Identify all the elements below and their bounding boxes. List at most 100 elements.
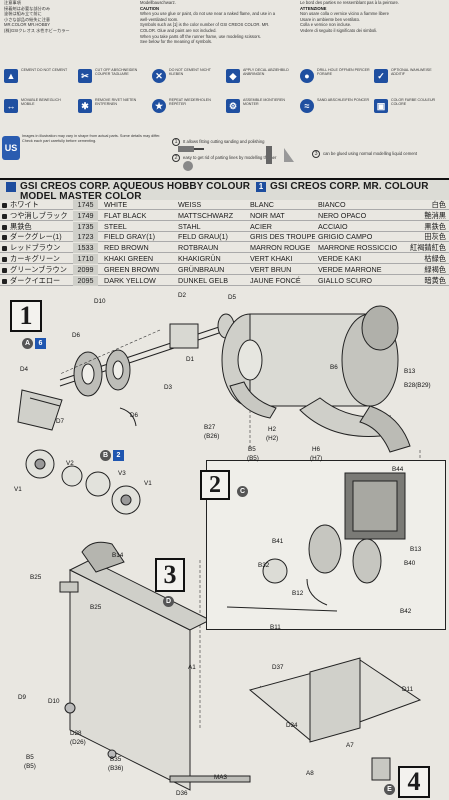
step-2-panel bbox=[206, 460, 446, 630]
legend-item: ✱ REMOVE RIVET NIETEN ENTFERNEN bbox=[78, 98, 150, 116]
tip-number: 1 bbox=[172, 138, 180, 146]
part-label: D11 bbox=[402, 686, 414, 693]
tool-illustrations bbox=[178, 146, 294, 171]
color-code: 1745 bbox=[73, 200, 98, 210]
part-label: D37 bbox=[272, 664, 284, 671]
color-jp: ホワイト bbox=[10, 200, 39, 209]
caution-line: See below for the meaning of symbols. bbox=[140, 39, 213, 45]
color-jp2: 艶消黒 bbox=[424, 210, 446, 220]
color-code: 1735 bbox=[73, 221, 98, 232]
caution-line: (株)GSIクレオス 水性ホビーカラー bbox=[4, 27, 70, 33]
part-label: B11 bbox=[270, 624, 281, 631]
part-label: D5 bbox=[228, 294, 237, 301]
color-table-header: GSI CREOS CORP. AQUEOUS HOBBY COLOUR MOD… bbox=[0, 178, 449, 202]
part-label: (D26) bbox=[70, 739, 86, 746]
step-3-mark-d: D bbox=[163, 596, 174, 607]
part-label: D34 bbox=[286, 722, 298, 729]
do-not-cement-icon: ✕ bbox=[152, 69, 166, 83]
caution-line: MR.COLOR MR.HOBBY bbox=[4, 22, 51, 28]
tip-text: It allows fitting cutting sanding and po… bbox=[183, 139, 265, 144]
part-label: B28(B29) bbox=[404, 382, 431, 389]
tip-number: 3 bbox=[312, 150, 320, 158]
color-jp: ダークグレー(1) bbox=[10, 232, 62, 242]
color-jp: レッドブラウン bbox=[10, 243, 61, 253]
color-icon: ▣ bbox=[374, 99, 388, 113]
part-label: D3 bbox=[164, 384, 173, 391]
part-label: B42 bbox=[400, 608, 412, 615]
caution-line: 小さな部品の紛失に注意 bbox=[4, 16, 51, 22]
legend-text: DRILL HOLE ÖFFNEN PERCER FORARE bbox=[317, 68, 370, 77]
legend-text: DO NOT CEMENT NICHT KLEBEN bbox=[169, 68, 211, 77]
b-color-mark: 2 bbox=[113, 450, 124, 461]
color-jp: グリーンブラウン bbox=[10, 264, 67, 274]
color-jp: カーキグリーン bbox=[10, 254, 60, 263]
color-swatch-icon bbox=[2, 267, 7, 273]
part-label: B13 bbox=[404, 368, 416, 375]
part-label: D10 bbox=[48, 698, 60, 705]
cement-icon: ▲ bbox=[4, 69, 18, 83]
part-label: B25 bbox=[30, 574, 42, 581]
part-label: B5 bbox=[26, 754, 34, 761]
color-jp2: 田灰色 bbox=[424, 232, 446, 242]
caution-heading: CAUTION bbox=[140, 5, 160, 11]
caution-line: Non usare colla o vernice vicino a fiamm… bbox=[300, 11, 389, 17]
color-de: MATTSCHWARZ bbox=[178, 210, 234, 220]
color-de: STAHL bbox=[178, 221, 201, 231]
header-mark-icon bbox=[6, 182, 16, 192]
legend-text: APPLY DECAL ABZIEHBILD ANBRINGEN bbox=[243, 68, 289, 77]
tip-number: 2 bbox=[172, 154, 180, 162]
caution-line: Colla e vernice non incluse. bbox=[300, 22, 352, 28]
part-label: B44 bbox=[392, 466, 404, 473]
legend-text: OPTIONAL WAHLWEISE ADDITIF bbox=[391, 68, 432, 77]
color-fr: ACIER bbox=[250, 221, 272, 231]
part-label: A7 bbox=[346, 742, 354, 749]
color-en: FIELD GRAY(1) bbox=[104, 232, 155, 242]
part-label: V1 bbox=[14, 486, 22, 493]
part-label: D10 bbox=[94, 298, 106, 305]
step-2-drawing bbox=[226, 472, 406, 612]
part-label: B13 bbox=[410, 546, 422, 553]
color-jp: ダークイエロー bbox=[10, 275, 61, 285]
part-label: (B36) bbox=[108, 765, 124, 772]
part-label: (B5) bbox=[24, 763, 36, 770]
part-label: B35 bbox=[110, 756, 122, 763]
color-fr: JAUNE FONCÉ bbox=[250, 275, 301, 285]
caution-line: 注意事項 bbox=[4, 0, 21, 5]
legend-text: MOVABLE BEWEGLICH MOBILE bbox=[21, 98, 61, 107]
part-label: D36 bbox=[176, 790, 188, 797]
part-label: B5 bbox=[248, 446, 256, 453]
legend-item: ★ REPEAT WIEDERHOLEN RÉPÉTER bbox=[152, 98, 224, 116]
part-label: D6 bbox=[72, 332, 81, 339]
repeat-icon: ★ bbox=[152, 99, 166, 113]
caution-line: When you use glue or paint, do not use n… bbox=[140, 11, 276, 22]
part-label: H2 bbox=[268, 426, 277, 433]
caution-line: When you take parts off the runner frame… bbox=[140, 33, 261, 39]
part-label: D7 bbox=[56, 418, 65, 425]
legend-item: ▲ CEMENT DO NOT CEMENT bbox=[4, 68, 76, 86]
part-label: B40 bbox=[404, 560, 416, 567]
legend-text: COLOR FARBE COULEUR COLORE bbox=[391, 98, 436, 107]
color-jp2: 黒鉄色 bbox=[424, 221, 446, 231]
legend-item: ● DRILL HOLE ÖFFNEN PERCER FORARE bbox=[300, 68, 372, 86]
tip-text: can be glued using normal modelling liqu… bbox=[323, 151, 418, 156]
header-aqueous: GSI CREOS CORP. AQUEOUS HOBBY COLOUR bbox=[20, 181, 251, 192]
tip-text: easy to get rid of parting lines by mode… bbox=[183, 155, 277, 160]
color-it: GRIGIO CAMPO bbox=[318, 232, 373, 242]
legend-text: REPEAT WIEDERHOLEN RÉPÉTER bbox=[169, 98, 211, 107]
part-label: D4 bbox=[20, 366, 29, 373]
part-label: D9 bbox=[18, 694, 27, 701]
part-label: V3 bbox=[118, 470, 126, 477]
color-en: WHITE bbox=[104, 200, 128, 209]
notes-text: Images in illustration may vary in shape… bbox=[22, 134, 161, 143]
color-fr: NOIR MAT bbox=[250, 210, 285, 220]
color-de: DUNKEL GELB bbox=[178, 275, 229, 285]
legend-item: ↔ MOVABLE BEWEGLICH MOBILE bbox=[4, 98, 76, 116]
step-1-mark-a: A bbox=[22, 338, 33, 349]
caution-line: 塗装は組み立て前に bbox=[4, 11, 42, 17]
japanese-caution-column: 注意事項 接着剤は必要な部分のみ 塗装は組み立て前に 小さな部品の紛失に注意 M… bbox=[4, 0, 122, 34]
part-label: B27 bbox=[204, 424, 216, 431]
header-mr-colour: GSI CREOS CORP. MR. COLOUR bbox=[270, 181, 429, 192]
